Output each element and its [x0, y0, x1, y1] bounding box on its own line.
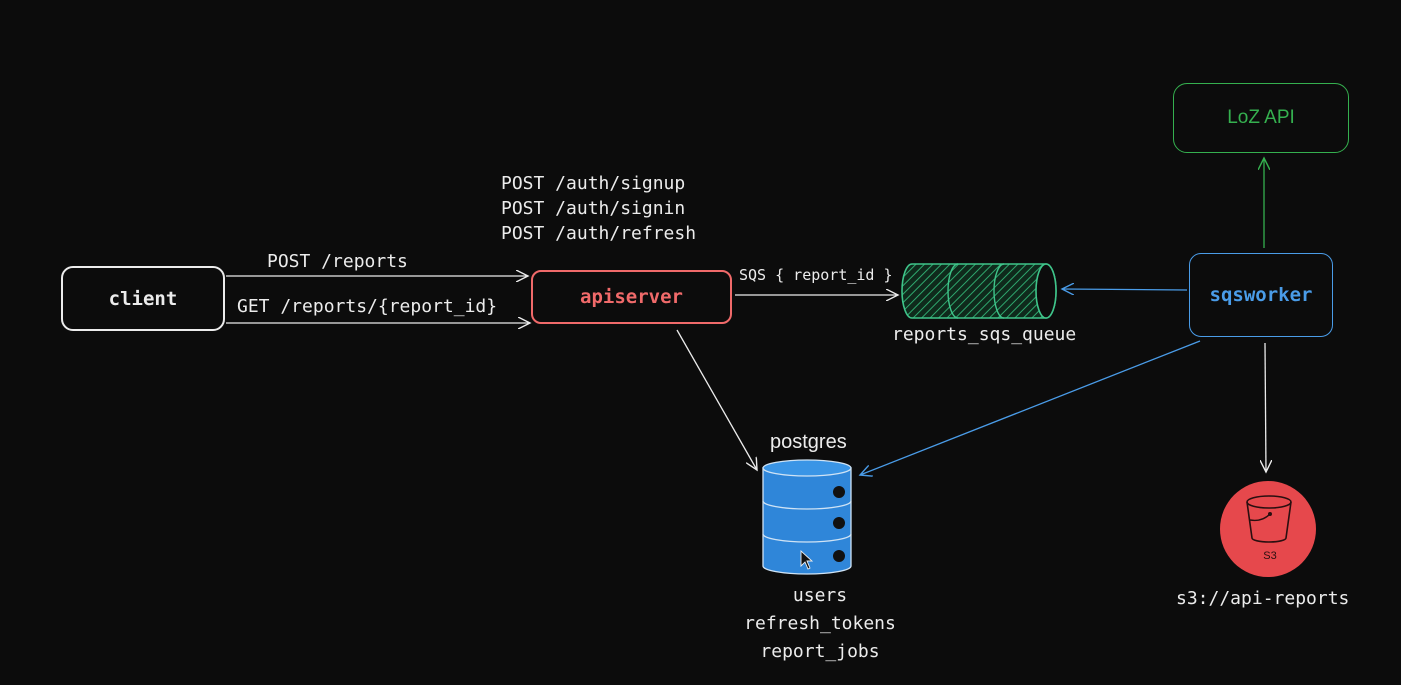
postgres-label: postgres	[770, 431, 847, 453]
sqsworker-label: sqsworker	[1209, 284, 1313, 306]
client-node: client	[61, 266, 225, 331]
s3-bucket-label: s3://api-reports	[1176, 588, 1350, 609]
queue-icon	[901, 263, 1057, 319]
arrow-worker-to-postgres	[860, 340, 1201, 475]
edge-label-sqs-message: SQS { report_id }	[739, 266, 893, 284]
apiserver-node: apiserver	[531, 270, 732, 324]
apiserver-label: apiserver	[580, 286, 683, 308]
loz-api-node: LoZ API	[1173, 83, 1349, 153]
queue-label: reports_sqs_queue	[892, 324, 1077, 345]
s3-badge-label: S3	[1263, 550, 1277, 562]
database-icon	[762, 459, 852, 575]
arrow-api-to-postgres	[676, 329, 757, 470]
s3-bucket-icon	[1220, 481, 1316, 577]
table-users: users	[792, 585, 848, 606]
postgres-tables-list: users refresh_tokens report_jobs	[720, 582, 920, 666]
auth-route-signup: POST /auth/signup	[501, 173, 686, 194]
table-refresh-tokens: refresh_tokens	[744, 613, 896, 634]
auth-routes-list: POST /auth/signup POST /auth/signin POST…	[501, 171, 696, 246]
loz-api-label: LoZ API	[1227, 107, 1295, 128]
arrow-worker-to-s3	[1265, 342, 1266, 472]
arrow-worker-to-queue	[1062, 289, 1188, 290]
sqsworker-node: sqsworker	[1189, 253, 1333, 337]
edge-label-post-reports: POST /reports	[267, 251, 408, 272]
mouse-cursor-icon	[800, 549, 814, 570]
client-label: client	[108, 287, 178, 310]
edge-label-get-report: GET /reports/{report_id}	[237, 296, 498, 317]
table-report-jobs: report_jobs	[760, 641, 880, 662]
auth-route-refresh: POST /auth/refresh	[501, 223, 697, 244]
auth-route-signin: POST /auth/signin	[501, 198, 686, 219]
